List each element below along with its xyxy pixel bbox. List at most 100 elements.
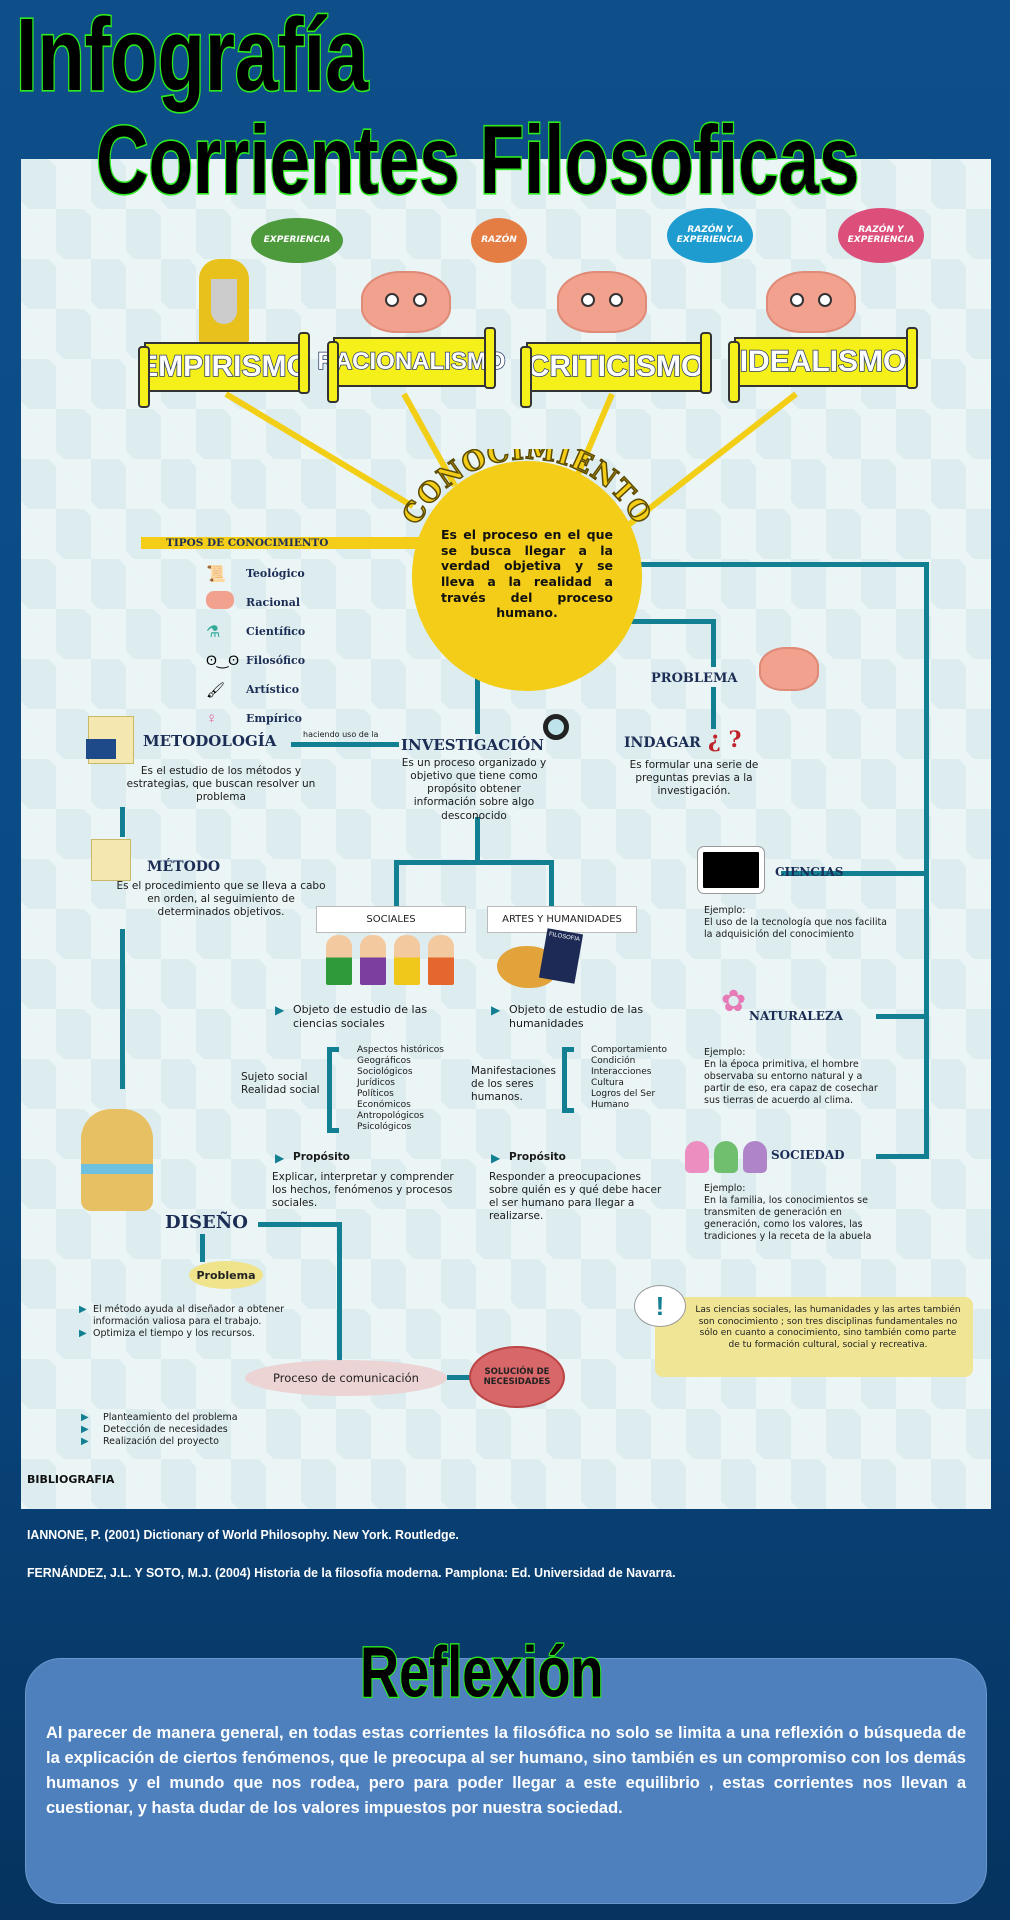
philosophy-book-icon: FILOSOFIA — [538, 928, 584, 984]
triangle-bullet-icon: ▶ — [491, 1003, 501, 1017]
philosopher-icon — [199, 259, 249, 344]
tipo-item: Racional — [246, 596, 301, 609]
line-inv-down — [475, 817, 480, 863]
line-indagar — [711, 687, 716, 729]
aspecto-item: Geográficos — [357, 1056, 411, 1066]
infographic-panel: EXPERIENCIA RAZÓN RAZÓN Y EXPERIENCIA RA… — [21, 159, 991, 1509]
bullet-item: Optimiza el tiempo y los recursos. — [93, 1327, 255, 1339]
svg-text:CONOCIMIENTO: CONOCIMIENTO — [397, 449, 658, 530]
tipo-item: Empírico — [246, 712, 302, 725]
line-ciencias — [781, 871, 929, 876]
ciencias-text: Ejemplo: El uso de la tecnología que nos… — [704, 905, 888, 940]
angry-brain-icon — [759, 647, 819, 691]
checklist-icon — [91, 839, 131, 881]
sociedad-text: Ejemplo: En la familia, los conocimiento… — [704, 1183, 872, 1242]
triangle-bullet-icon: ▶ — [275, 1151, 285, 1165]
aspecto-item: Cultura — [591, 1078, 624, 1088]
sociales-proposito: Explicar, interpretar y comprender los h… — [272, 1171, 454, 1210]
aspecto-item: Psicológicos — [357, 1122, 412, 1132]
step-item: Detección de necesidades — [103, 1423, 228, 1435]
indagar-title: INDAGAR — [624, 735, 701, 751]
sociales-objeto: ▶ Objeto de estudio de las ciencias socia… — [275, 1003, 445, 1031]
triangle-bullet-icon: ▶ — [79, 1327, 87, 1339]
bible-icon: 📜 — [206, 565, 226, 583]
banner-racionalismo: RACIONALISMO — [317, 327, 506, 403]
aspecto-item: Comportamiento — [591, 1045, 668, 1055]
triangle-bullet-icon: ▶ — [81, 1412, 89, 1423]
tipo-item: Científico — [246, 625, 306, 638]
line-naturaleza — [876, 1014, 929, 1019]
brain-racionalismo-icon — [361, 271, 451, 333]
children-icon — [326, 935, 454, 985]
aspecto-item: Interacciones — [591, 1067, 652, 1077]
bib-ref-1: IANNONE, P. (2001) Dictionary of World P… — [27, 1527, 459, 1542]
document-magnifier-icon — [86, 716, 134, 764]
aspecto-item: Aspectos históricos — [357, 1045, 444, 1055]
triangle-bullet-icon: ▶ — [81, 1435, 89, 1447]
sociales-box: SOCIALES — [316, 906, 466, 933]
title-corrientes: Corrientes Filosoficas — [95, 106, 861, 214]
step-item: Planteamiento del problema — [103, 1412, 238, 1423]
bubble-razon: RAZÓN — [471, 218, 527, 263]
line-diseno-problema — [200, 1234, 205, 1262]
diseno-problema: Problema — [189, 1261, 263, 1289]
triangle-bullet-icon: ▶ — [491, 1151, 501, 1165]
reflexion-title: Reflexión — [359, 1631, 605, 1712]
sociedad-title: SOCIEDAD — [771, 1148, 845, 1162]
triangle-bullet-icon: ▶ — [275, 1003, 285, 1017]
brain-icon — [206, 591, 234, 609]
connector-label: haciendo uso de la — [303, 730, 379, 739]
diseno-steps: ▶ Planteamiento del problema ▶ Detección d… — [81, 1412, 238, 1448]
reflexion-text: Al parecer de manera general, en todas e… — [46, 1724, 966, 1817]
aspecto-item: Sociológicos — [357, 1067, 413, 1077]
artes-box: ARTES Y HUMANIDADES — [487, 906, 637, 933]
line-right-vertical — [924, 562, 929, 1157]
metodo-text: Es el procedimiento que se lleva a cabo … — [116, 880, 326, 919]
investigacion-text: Es un proceso organizado y objetivo que … — [401, 757, 547, 822]
line-diseno-v — [337, 1222, 342, 1362]
brain-idealismo-icon — [766, 271, 856, 333]
jester-icon — [81, 1109, 153, 1211]
line-branch — [394, 860, 554, 865]
bubble-razon-experiencia-2: RAZÓN Y EXPERIENCIA — [838, 208, 924, 263]
artes-proposito-label: ▶Propósito — [491, 1151, 566, 1165]
bubble-razon-experiencia: RAZÓN Y EXPERIENCIA — [667, 208, 753, 263]
solucion-necesidades: SOLUCIÓN DE NECESIDADES — [469, 1346, 565, 1408]
aspecto-item: Jurídicos — [357, 1078, 395, 1088]
conocimiento-title: CONOCIMIENTO — [396, 449, 657, 531]
naturaleza-text: Ejemplo: En la época primitiva, el hombr… — [704, 1047, 878, 1106]
line-artes — [549, 860, 554, 906]
tipo-item: Filosófico — [246, 654, 306, 667]
triangle-bullet-icon: ▶ — [81, 1423, 89, 1435]
bracket-artes — [562, 1047, 574, 1113]
bubble-experiencia: EXPERIENCIA — [251, 218, 343, 263]
aspecto-item: Económicos — [357, 1100, 411, 1110]
exclamation-icon: ! — [634, 1285, 686, 1327]
line-metodo — [120, 807, 125, 837]
conocimiento-arc-title: CONOCIMIENTO — [396, 449, 658, 531]
diseno-title: DISEÑO — [165, 1212, 248, 1233]
banner-idealismo: IDEALISMO — [728, 327, 918, 403]
aspecto-item: Políticos — [357, 1089, 394, 1099]
naturaleza-title: NATURALEZA — [749, 1009, 843, 1023]
bibliografia-title: BIBLIOGRAFIA — [27, 1473, 115, 1486]
brain-criticismo-icon — [557, 271, 647, 333]
problema-label: PROBLEMA — [651, 671, 738, 686]
sujeto-text: Sujeto social Realidad social — [241, 1071, 320, 1097]
sociales-objeto-text: Objeto de estudio de las ciencias social… — [293, 1003, 428, 1030]
person-icon: ♀ — [206, 710, 218, 727]
artes-objeto: ▶Objeto de estudio de las humanidades — [491, 1003, 661, 1031]
bracket-sociales — [327, 1047, 339, 1133]
indagar-text: Es formular una serie de preguntas previ… — [629, 759, 759, 798]
flower-icon: ✿ — [721, 985, 747, 1018]
tipo-item: Artístico — [246, 683, 300, 696]
step-item: Realización del proyecto — [103, 1435, 219, 1447]
line-problema-h — [611, 619, 716, 624]
reflexion-panel: Al parecer de manera general, en todas e… — [25, 1658, 987, 1904]
aspecto-item: Antropológicos — [357, 1111, 424, 1121]
people-icon — [685, 1141, 767, 1173]
magnifier-icon — [543, 714, 569, 740]
